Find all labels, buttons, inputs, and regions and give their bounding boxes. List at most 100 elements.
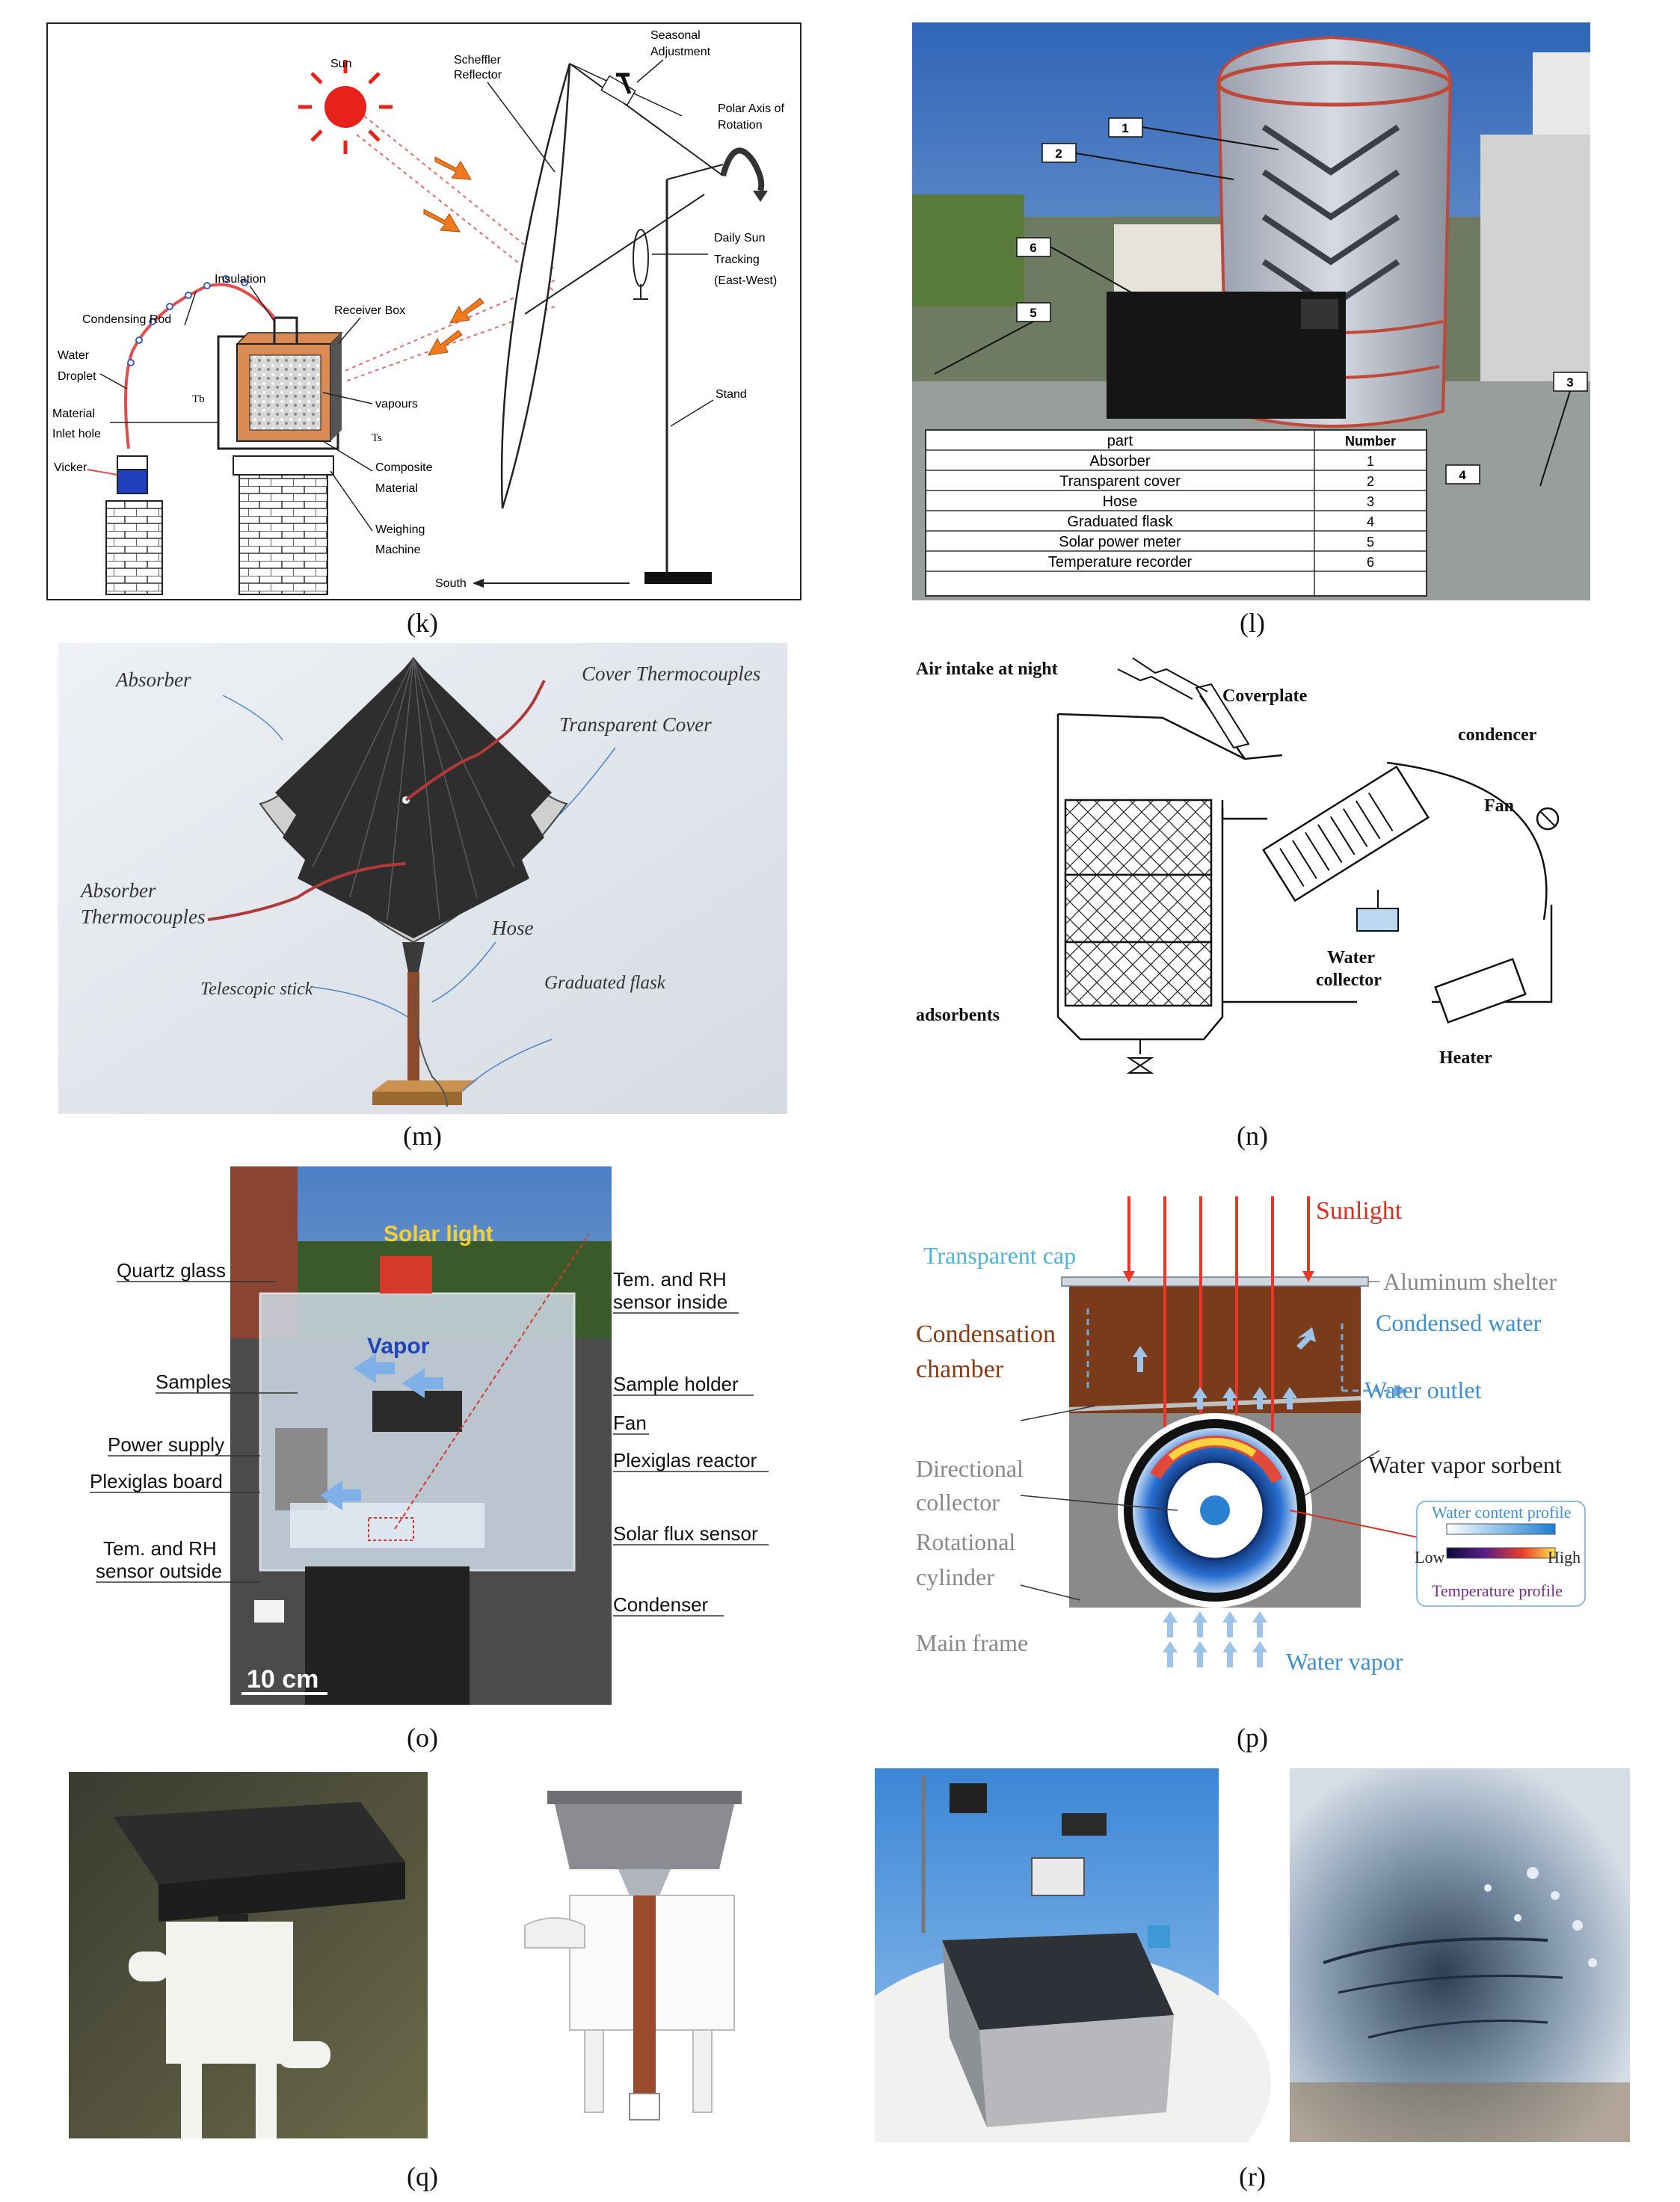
o-flux-label: Solar flux sensor bbox=[613, 1522, 758, 1545]
scheffler-reflector bbox=[500, 63, 571, 509]
r-photo-condensation bbox=[1290, 1768, 1630, 2142]
l-table-cell: Graduated flask bbox=[1067, 514, 1173, 530]
m-flask-label: Graduated flask bbox=[544, 973, 666, 993]
l-table-cell: Absorber bbox=[1089, 453, 1150, 470]
l-parts-table: part Number Absorber 1 Transparent cover… bbox=[925, 429, 1427, 597]
l-callout-5: 5 bbox=[1030, 306, 1036, 320]
o-reactor-label: Plexiglas reactor bbox=[613, 1449, 757, 1471]
panel-m-cone-diagram: Absorber Cover Thermocouples Transparent… bbox=[58, 643, 787, 1114]
n-valve-icon bbox=[1126, 1057, 1154, 1074]
p-rotational-label-2: cylinder bbox=[916, 1563, 994, 1590]
caption-r: (r) bbox=[1239, 2162, 1266, 2192]
k-ray-arrow bbox=[423, 209, 461, 233]
k-seasonal-label-1: Seasonal bbox=[650, 29, 701, 42]
p-aluminum-label: Aluminum shelter bbox=[1383, 1268, 1557, 1295]
k-weighing-label-2: Machine bbox=[375, 544, 421, 556]
k-ray-arrow bbox=[434, 156, 472, 180]
r-photos-svg bbox=[875, 1768, 1630, 2142]
m-cover-thermo-label: Cover Thermocouples bbox=[582, 662, 760, 685]
p-legend-high: High bbox=[1548, 1548, 1581, 1566]
k-inlet-label-2: Inlet hole bbox=[52, 428, 101, 440]
k-ts-label: Ts bbox=[372, 432, 382, 444]
k-ray-arrow bbox=[428, 330, 463, 356]
l-table-header-number: Number bbox=[1345, 434, 1396, 449]
o-condenser-label: Condenser bbox=[613, 1593, 709, 1616]
p-axle bbox=[1200, 1495, 1230, 1525]
n-adsorption-svg: Air intake at night Coverplate condencer… bbox=[908, 651, 1596, 1107]
caption-o: (o) bbox=[407, 1723, 438, 1753]
m-transparent-cover-label: Transparent Cover bbox=[559, 713, 712, 736]
p-outlet-label: Water outlet bbox=[1364, 1377, 1482, 1403]
q-device-svg bbox=[69, 1772, 779, 2138]
l-table-header-part: part bbox=[1107, 433, 1133, 449]
m-telescopic-label: Telescopic stick bbox=[200, 979, 313, 999]
m-hose-label: Hose bbox=[491, 917, 534, 939]
l-callout-2: 2 bbox=[1055, 147, 1062, 161]
k-seasonal-label-2: Adjustment bbox=[650, 46, 711, 58]
n-condenser bbox=[1262, 765, 1430, 902]
k-insulation-label: Insulation bbox=[215, 273, 266, 286]
n-fan-label: Fan bbox=[1484, 796, 1514, 816]
caption-l: (l) bbox=[1240, 608, 1265, 638]
k-droplet-label-2: Droplet bbox=[58, 370, 96, 383]
l-table-cell: 5 bbox=[1367, 535, 1374, 550]
o-samples-label: Samples bbox=[156, 1371, 231, 1393]
l-table-cell: 6 bbox=[1367, 555, 1374, 570]
m-telescopic-stick bbox=[407, 972, 419, 1084]
caption-q: (q) bbox=[407, 2162, 438, 2192]
p-legend-temp: Temperature profile bbox=[1432, 1581, 1563, 1600]
k-composite-label-2: Material bbox=[375, 482, 418, 495]
o-solar-light-label: Solar light bbox=[384, 1222, 493, 1246]
k-stand-base bbox=[644, 572, 712, 584]
q-photo bbox=[69, 1772, 428, 2138]
panel-q-device-photo-and-render bbox=[69, 1772, 779, 2138]
caption-n: (n) bbox=[1237, 1121, 1268, 1151]
caption-m: (m) bbox=[403, 1121, 442, 1151]
panel-k-scheffler-diagram: Sun Scheffler Reflector Seasonal Adjustm… bbox=[46, 22, 801, 600]
m-hose bbox=[414, 979, 448, 1107]
p-condensation-chamber bbox=[1069, 1286, 1361, 1413]
l-table-cell: 1 bbox=[1367, 454, 1374, 469]
panel-n-adsorption-diagram: Air intake at night Coverplate condencer… bbox=[908, 651, 1596, 1107]
k-daily-label-1: Daily Sun bbox=[714, 232, 765, 245]
n-adsorbent-bed bbox=[1064, 873, 1213, 944]
k-polar-label-2: Rotation bbox=[718, 119, 763, 132]
n-adsorbents-label: adsorbents bbox=[916, 1006, 1000, 1025]
q-cad-render bbox=[443, 1772, 779, 2138]
k-sun-label: Sun bbox=[330, 58, 351, 70]
l-table-cell: 4 bbox=[1367, 514, 1374, 529]
panel-o-reactor-photo: Solar light Vapor 10 cm Quartz glass Sam… bbox=[81, 1166, 787, 1705]
n-condencer-label: condencer bbox=[1458, 725, 1537, 745]
o-tem-inside-label-1: Tem. and RH bbox=[613, 1268, 727, 1291]
k-stand-label: Stand bbox=[716, 388, 747, 401]
p-condensed-label: Condensed water bbox=[1376, 1309, 1542, 1336]
n-air-intake-label: Air intake at night bbox=[916, 659, 1058, 679]
n-heater-label: Heater bbox=[1439, 1048, 1492, 1068]
l-callout-3: 3 bbox=[1566, 375, 1573, 390]
k-droplet-label-1: Water bbox=[58, 349, 90, 362]
caption-p: (p) bbox=[1237, 1723, 1268, 1753]
k-receiver-label: Receiver Box bbox=[334, 304, 405, 317]
k-ray-arrow bbox=[449, 298, 484, 324]
p-directional-label-1: Directional bbox=[916, 1455, 1024, 1482]
k-inlet-label-1: Material bbox=[52, 408, 95, 420]
o-quartz-label: Quartz glass bbox=[117, 1259, 226, 1282]
k-vicker-label: Vicker bbox=[54, 461, 87, 474]
l-table-cell: Hose bbox=[1103, 493, 1138, 510]
n-collector-label-2: collector bbox=[1316, 971, 1382, 990]
p-sunlight-label: Sunlight bbox=[1316, 1197, 1403, 1225]
p-sorbent-label: Water vapor sorbent bbox=[1368, 1451, 1562, 1478]
p-outlet-arrow-icon bbox=[1394, 1385, 1408, 1397]
panel-l-photo: 1 2 3 4 5 6 part Number Absorber 1 Trans… bbox=[912, 22, 1590, 600]
l-callout-4: 4 bbox=[1459, 468, 1466, 482]
o-board-label: Plexiglas board bbox=[90, 1470, 223, 1492]
scheffler-svg: Sun Scheffler Reflector Seasonal Adjustm… bbox=[46, 22, 801, 600]
m-cone-svg: Absorber Cover Thermocouples Transparent… bbox=[58, 643, 787, 1114]
n-collector-label-1: Water bbox=[1327, 948, 1375, 968]
o-scale-label: 10 cm bbox=[247, 1665, 319, 1694]
r-photo-setup bbox=[875, 1768, 1271, 2142]
k-vapours-label: vapours bbox=[375, 398, 418, 410]
k-tb-label: Tb bbox=[192, 393, 205, 405]
n-adsorbent-bed bbox=[1064, 799, 1213, 876]
k-daily-label-3: (East-West) bbox=[714, 274, 777, 287]
